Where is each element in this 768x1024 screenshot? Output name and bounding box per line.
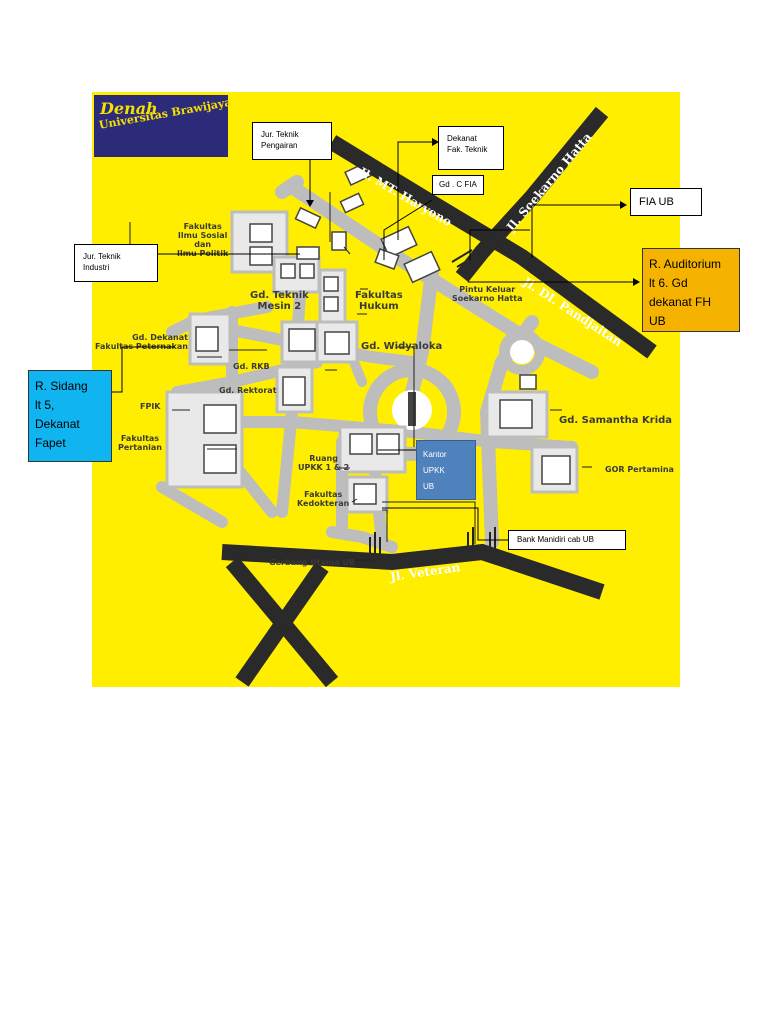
top-buildings xyxy=(294,162,441,284)
main-roads xyxy=(221,106,657,687)
note-jur-teknik-pengairan: Jur. Teknik Pengairan xyxy=(252,122,332,160)
note-fia-ub: FIA UB xyxy=(630,188,702,216)
map-graphic xyxy=(92,92,680,687)
title-line1: Denah xyxy=(100,99,158,118)
label-kedokteran: Fakultas Kedokteran xyxy=(297,490,350,508)
building-icons xyxy=(195,223,571,505)
label-gerbang: Gerbang Utama UB xyxy=(269,558,356,567)
note-jur-teknik-industri: Jur. Teknik Industri xyxy=(74,244,158,282)
note-bank-mandiri: Bank Manidiri cab UB xyxy=(508,530,626,550)
callout-kantor-upkk: Kantor UPKK UB xyxy=(416,440,476,500)
note-gd-c-fia: Gd . C FIA xyxy=(432,175,484,195)
campus-map xyxy=(92,92,680,687)
label-ruang-upkk: Ruang UPKK 1 & 2 xyxy=(298,454,350,472)
label-rektorat: Gd. Rektorat xyxy=(219,386,277,395)
note-dekanat-teknik: Dekanat Fak. Teknik xyxy=(438,126,504,170)
callout-auditorium: R. Auditorium lt 6. Gd dekanat FH UB xyxy=(642,248,740,332)
label-samantha-krida: Gd. Samantha Krida xyxy=(559,415,673,426)
label-pintu-keluar: Pintu Keluar Soekarno Hatta xyxy=(452,285,523,303)
campus-roads xyxy=(156,175,599,553)
connector-lines xyxy=(92,167,592,561)
callout-sidang: R. Sidang lt 5, Dekanat Fapet xyxy=(28,370,112,462)
monument-icon xyxy=(408,392,416,426)
label-teknik-mesin2: Gd. Teknik Mesin 2 xyxy=(250,290,309,312)
label-hukum: Fakultas Hukum xyxy=(355,290,403,312)
label-pertanian: Fakultas Pertanian xyxy=(118,434,162,452)
label-gor: GOR Pertamina xyxy=(605,465,674,474)
label-fpik: FPIK xyxy=(140,402,161,411)
map-title: Denah Universitas Brawijaya xyxy=(94,95,232,157)
label-widyaloka: Gd. Widyaloka xyxy=(361,341,443,352)
label-rkb: Gd. RKB xyxy=(233,362,270,371)
